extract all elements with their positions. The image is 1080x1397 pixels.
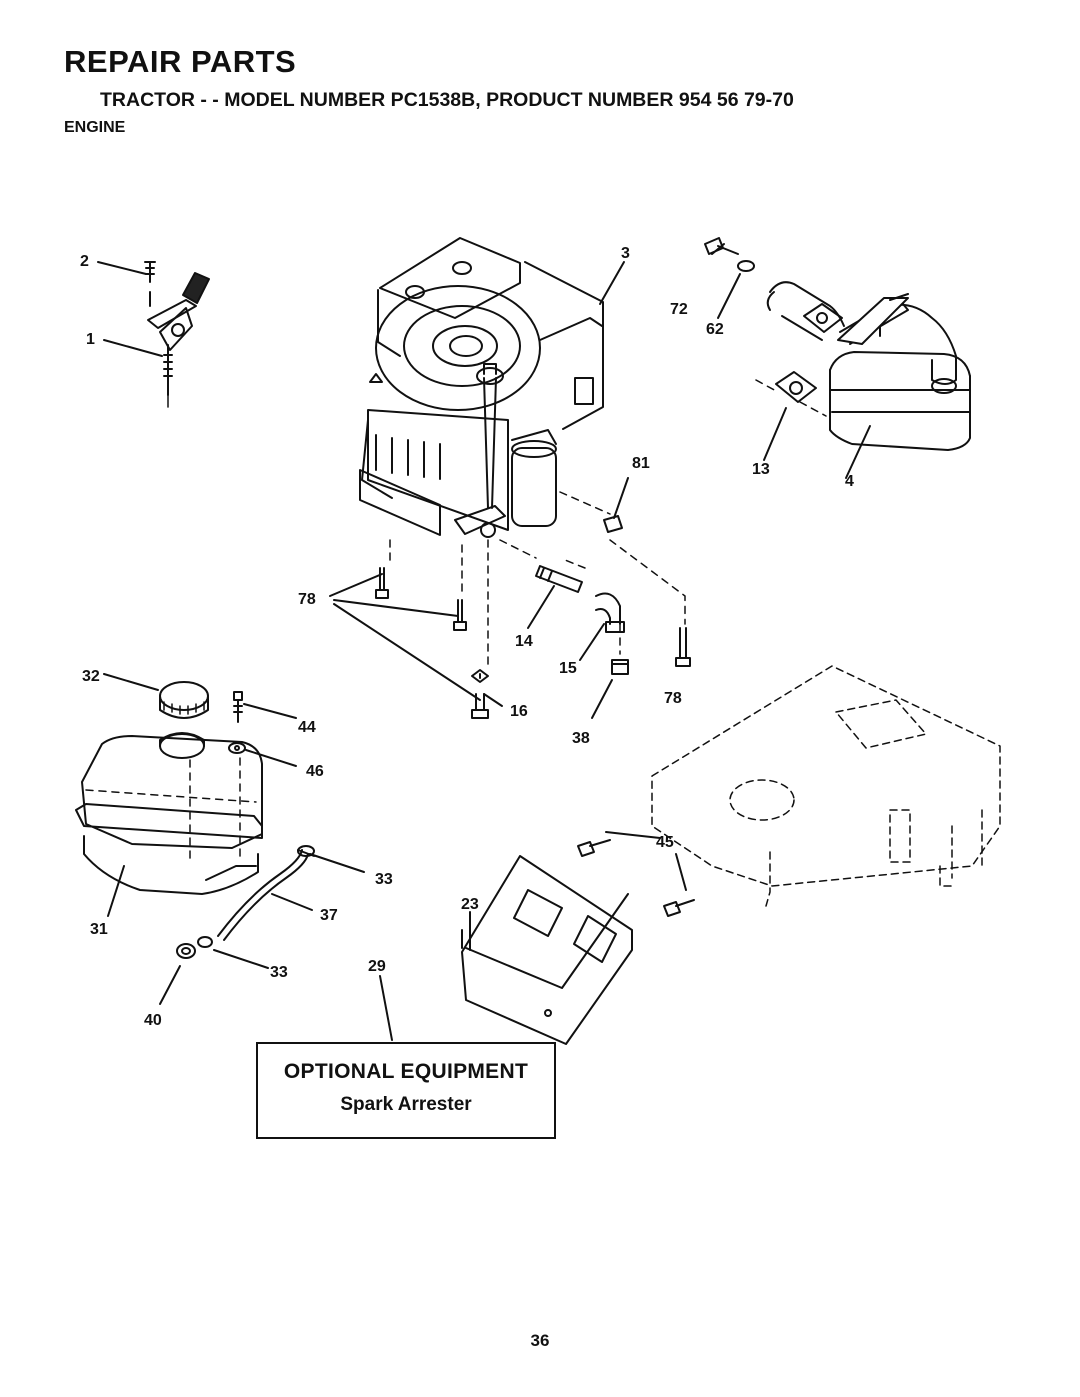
oil-drain-hardware (375, 515, 691, 719)
heat-shield-part (461, 839, 695, 1045)
callout-29: 29 (368, 958, 386, 975)
callout-2: 2 (80, 253, 89, 270)
exhaust-gasket-part (755, 371, 827, 417)
callout-23: 23 (461, 896, 479, 913)
callout-16: 16 (510, 703, 528, 720)
section-heading: ENGINE (64, 119, 126, 136)
callout-72: 72 (670, 301, 688, 318)
callout-31: 31 (90, 921, 108, 938)
callout-45: 45 (656, 834, 674, 851)
spark-arrester-label: Spark Arrester (340, 1094, 472, 1115)
fuel-line-part (176, 845, 315, 959)
optional-equipment-box: OPTIONAL EQUIPMENT Spark Arrester (256, 1042, 556, 1139)
callout-62: 62 (706, 321, 724, 338)
callout-leader-lines (97, 243, 871, 1041)
callout-3: 3 (621, 245, 630, 262)
engine-part (359, 237, 604, 538)
model-subtitle: TRACTOR - - MODEL NUMBER PC1538B, PRODUC… (100, 89, 794, 111)
callout-15: 15 (559, 660, 577, 677)
engine-guide-lines (389, 491, 686, 666)
callout-14: 14 (515, 633, 533, 650)
callout-40: 40 (144, 1012, 162, 1029)
fuel-tank-part (75, 681, 263, 895)
page-number: 36 (530, 1331, 550, 1350)
callout-32: 32 (82, 668, 100, 685)
callout-78-upper: 78 (298, 591, 316, 608)
optional-equipment-title: OPTIONAL EQUIPMENT (283, 1060, 529, 1083)
callout-33-upper: 33 (375, 871, 393, 888)
callout-81: 81 (632, 455, 650, 472)
callout-33-lower: 33 (270, 964, 288, 981)
callout-37: 37 (320, 907, 338, 924)
callout-38: 38 (572, 730, 590, 747)
callout-4: 4 (845, 473, 854, 490)
callout-1: 1 (86, 331, 95, 348)
throttle-control-part (144, 261, 210, 408)
callout-78-lower: 78 (664, 690, 682, 707)
tractor-frame-outline (651, 665, 1001, 907)
callout-44: 44 (298, 719, 316, 736)
callout-46: 46 (306, 763, 324, 780)
callout-13: 13 (752, 461, 770, 478)
muffler-part (704, 237, 971, 451)
page-title: REPAIR PARTS (64, 44, 297, 79)
